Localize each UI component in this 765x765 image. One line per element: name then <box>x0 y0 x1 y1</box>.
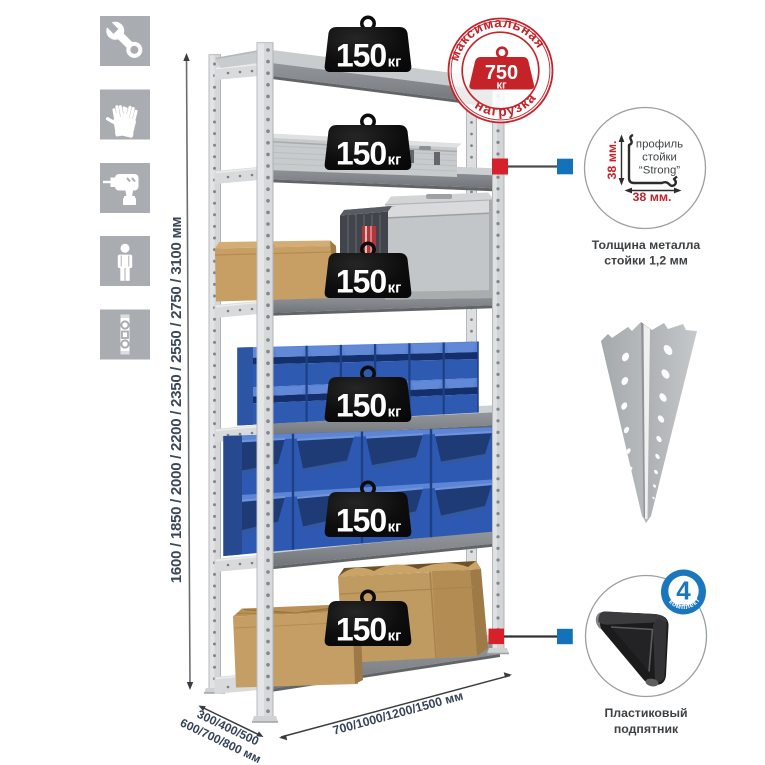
svg-text:стойки: стойки <box>642 152 677 164</box>
svg-text:38 мм.: 38 мм. <box>633 190 672 204</box>
svg-text:стойки 1,2 мм: стойки 1,2 мм <box>604 254 688 268</box>
svg-text:профиль: профиль <box>636 139 683 151</box>
svg-text:750: 750 <box>485 62 518 84</box>
svg-text:“Strong”: “Strong” <box>639 165 680 177</box>
svg-text:1600 / 1850 / 2000 / 2200 / 23: 1600 / 1850 / 2000 / 2200 / 2350 / 2550 … <box>168 217 185 584</box>
svg-text:Пластиковый: Пластиковый <box>604 706 687 720</box>
svg-text:700/1000/1200/1500 мм: 700/1000/1200/1500 мм <box>331 689 464 738</box>
svg-text:кг: кг <box>496 80 507 92</box>
svg-text:Толщина металла: Толщина металла <box>592 238 701 252</box>
svg-text:4: 4 <box>676 576 691 606</box>
svg-text:подпятник: подпятник <box>614 722 679 736</box>
svg-text:штуки: штуки <box>675 604 693 610</box>
svg-text:38 мм.: 38 мм. <box>605 141 619 180</box>
